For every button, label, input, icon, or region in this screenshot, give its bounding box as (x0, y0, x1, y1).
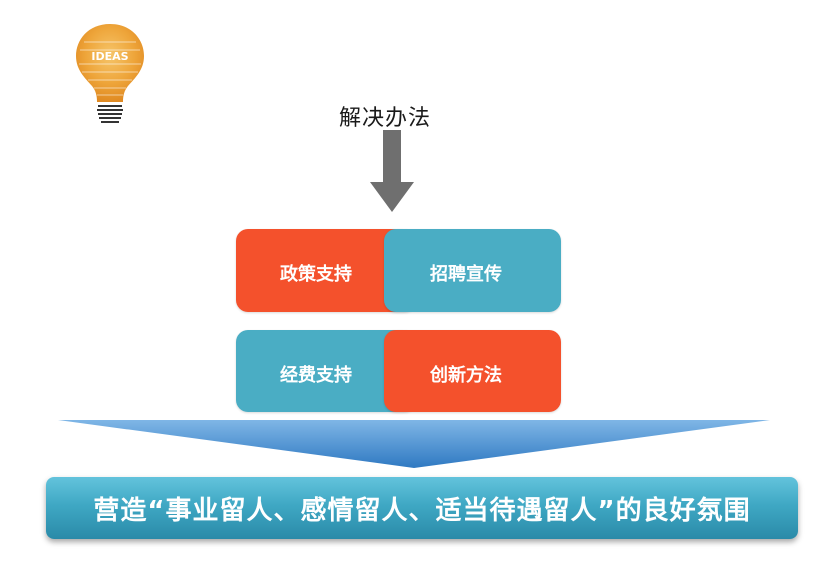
down-arrow-icon (370, 130, 414, 212)
solution-title: 解决办法 (338, 106, 431, 131)
recruitment-promotion-label: 招聘宣传 (430, 264, 502, 285)
recruitment-promotion-block: 招聘宣传 (384, 229, 561, 312)
goal-banner-text: 营造“事业留人、感情留人、适当待遇留人”的良好氛围 (93, 495, 751, 526)
policy-support-label: 政策支持 (280, 264, 352, 285)
goal-banner: 营造“事业留人、感情留人、适当待遇留人”的良好氛围 (46, 477, 798, 539)
chevron-down-icon (58, 420, 770, 468)
logo-text: IDEAS (91, 50, 128, 63)
innovative-methods-label: 创新方法 (430, 365, 502, 386)
ideas-lightbulb-logo: IDEAS (70, 20, 150, 128)
funding-support-label: 经费支持 (280, 365, 352, 386)
innovative-methods-block: 创新方法 (384, 330, 561, 412)
